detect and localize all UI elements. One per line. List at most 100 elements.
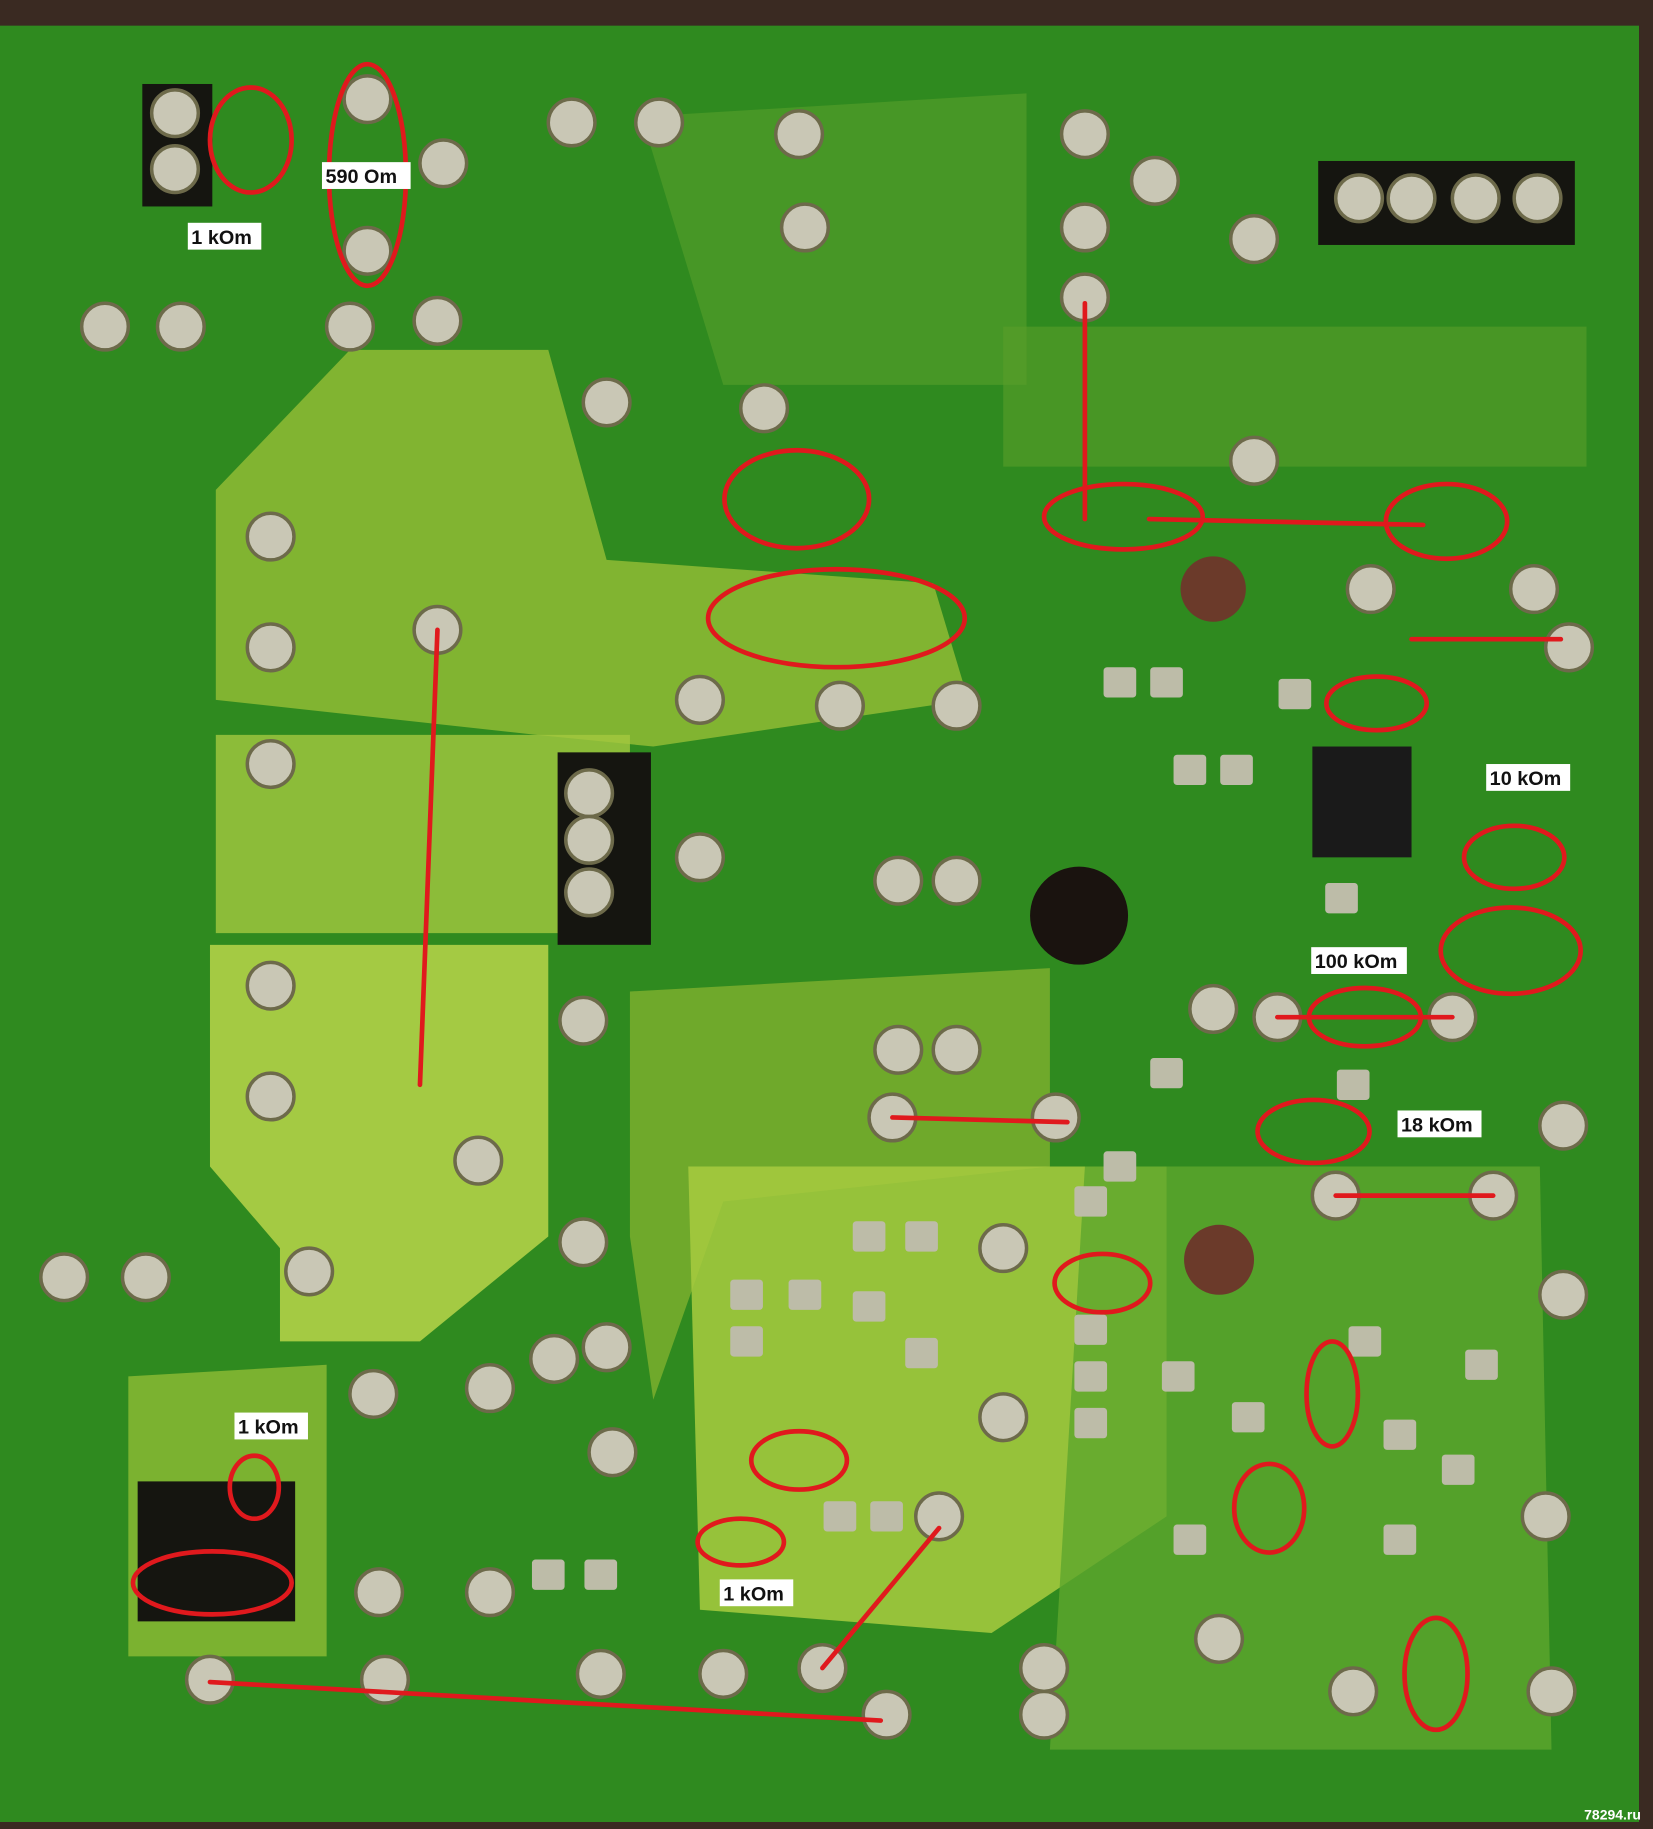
- solder-pad: [245, 738, 296, 790]
- solder-pad: [418, 138, 469, 189]
- solder-pad: [931, 1024, 982, 1075]
- solder-pad: [564, 768, 615, 819]
- solder-pad: [529, 1333, 580, 1384]
- smd-pad: [905, 1221, 938, 1252]
- highlight-ellipse: [1231, 1461, 1307, 1555]
- highlight-ellipse: [748, 1428, 850, 1492]
- highlight-ellipse: [1402, 1615, 1470, 1733]
- smd-pad: [905, 1337, 938, 1369]
- smd-pad: [823, 1501, 857, 1532]
- smd-pad: [1173, 1524, 1207, 1555]
- solder-pad: [913, 1491, 965, 1542]
- solder-pad: [1228, 214, 1280, 265]
- highlight-ellipse: [227, 1453, 282, 1522]
- highlight-ellipse: [1041, 481, 1206, 552]
- label-590-om: 590 Om: [321, 162, 411, 189]
- solder-pad: [1538, 1269, 1589, 1320]
- label-text: 1 kOm: [238, 1417, 299, 1439]
- label-text: 1 kOm: [723, 1583, 784, 1605]
- highlight-ellipse: [722, 447, 872, 551]
- solder-pad: [245, 960, 296, 1011]
- connection-line: [417, 627, 440, 1088]
- solder-pad: [149, 144, 201, 195]
- solder-pad: [1508, 563, 1560, 615]
- smd-pad: [1441, 1454, 1475, 1485]
- solder-pad: [698, 1648, 749, 1699]
- connection-line: [1146, 516, 1426, 528]
- label-text: 1 kOm: [191, 227, 252, 249]
- solder-pad: [1129, 155, 1180, 206]
- label-100k: 100 kOm: [1311, 947, 1407, 974]
- smd-pad: [1220, 754, 1253, 786]
- solder-pad: [1228, 435, 1280, 486]
- solder-pad: [342, 225, 393, 276]
- solder-pad: [634, 97, 685, 148]
- highlight-ellipse: [1052, 1251, 1153, 1315]
- highlight-ellipse: [1438, 905, 1584, 997]
- smd-pad: [852, 1291, 886, 1322]
- solder-pad: [1386, 173, 1437, 224]
- connection-line: [890, 1115, 1070, 1125]
- highlight-ellipse: [1255, 1097, 1372, 1166]
- smd-pad: [1074, 1361, 1108, 1392]
- label-18k: 18 kOm: [1397, 1110, 1482, 1138]
- solder-pad: [155, 301, 206, 352]
- smd-pad: [1150, 1057, 1183, 1089]
- solder-pad: [581, 377, 632, 428]
- solder-pad: [1030, 1092, 1081, 1143]
- solder-pad: [245, 622, 296, 673]
- via-large: [1184, 1224, 1255, 1295]
- solder-pad: [814, 680, 865, 731]
- label-1k-top: 1 kOm: [187, 222, 262, 250]
- highlight-ellipse: [695, 1516, 787, 1568]
- smd-pad: [870, 1501, 903, 1532]
- solder-pad: [1188, 983, 1239, 1035]
- solder-pad: [546, 97, 597, 148]
- solder-pad: [464, 1567, 516, 1618]
- label-text: 100 kOm: [1315, 951, 1398, 973]
- solder-pads: [39, 74, 1595, 1740]
- smd-pad: [1278, 678, 1312, 710]
- solder-pad: [284, 1246, 335, 1297]
- solder-pad: [873, 1024, 924, 1075]
- solder-pad: [1520, 1491, 1571, 1542]
- solder-pad: [120, 1252, 171, 1303]
- solder-pad: [674, 832, 726, 883]
- solder-pad: [558, 995, 609, 1046]
- solder-pad: [464, 1363, 516, 1414]
- smd-pad: [1103, 667, 1137, 698]
- solder-pad: [674, 674, 726, 725]
- smd-pad: [1465, 1349, 1498, 1380]
- solder-pad: [978, 1223, 1029, 1274]
- solder-pad: [184, 1654, 236, 1705]
- mounting-hole: [1030, 866, 1129, 965]
- solder-pad: [412, 295, 463, 346]
- solder-pad: [1018, 1642, 1070, 1694]
- highlight-ellipse: [1304, 1339, 1361, 1449]
- solder-pad: [931, 680, 982, 731]
- smd-pad: [584, 1559, 618, 1590]
- highlight-ellipse: [1383, 481, 1510, 562]
- highlight-ellipse: [1324, 674, 1430, 733]
- solder-pad: [354, 1567, 405, 1618]
- connection-line: [207, 1679, 884, 1723]
- solder-pad: [1345, 563, 1396, 615]
- smd-pad: [1103, 1151, 1137, 1182]
- solder-pad: [587, 1427, 638, 1478]
- solder-pad: [245, 511, 296, 562]
- solder-pad: [1543, 622, 1595, 673]
- annotation-ellipses: [130, 61, 1584, 1733]
- highlight-ellipse: [705, 566, 968, 670]
- solder-pad: [564, 867, 615, 918]
- smd-pad: [730, 1326, 763, 1357]
- annotation-lines: [207, 300, 1564, 1723]
- solder-pad: [1059, 202, 1110, 253]
- solder-pad: [564, 814, 615, 865]
- solder-pad: [575, 1648, 626, 1699]
- solder-pad: [39, 1252, 90, 1303]
- smd-pad: [1383, 1419, 1417, 1450]
- watermark: 78294.ru: [1584, 1807, 1641, 1823]
- solder-pad: [978, 1392, 1029, 1443]
